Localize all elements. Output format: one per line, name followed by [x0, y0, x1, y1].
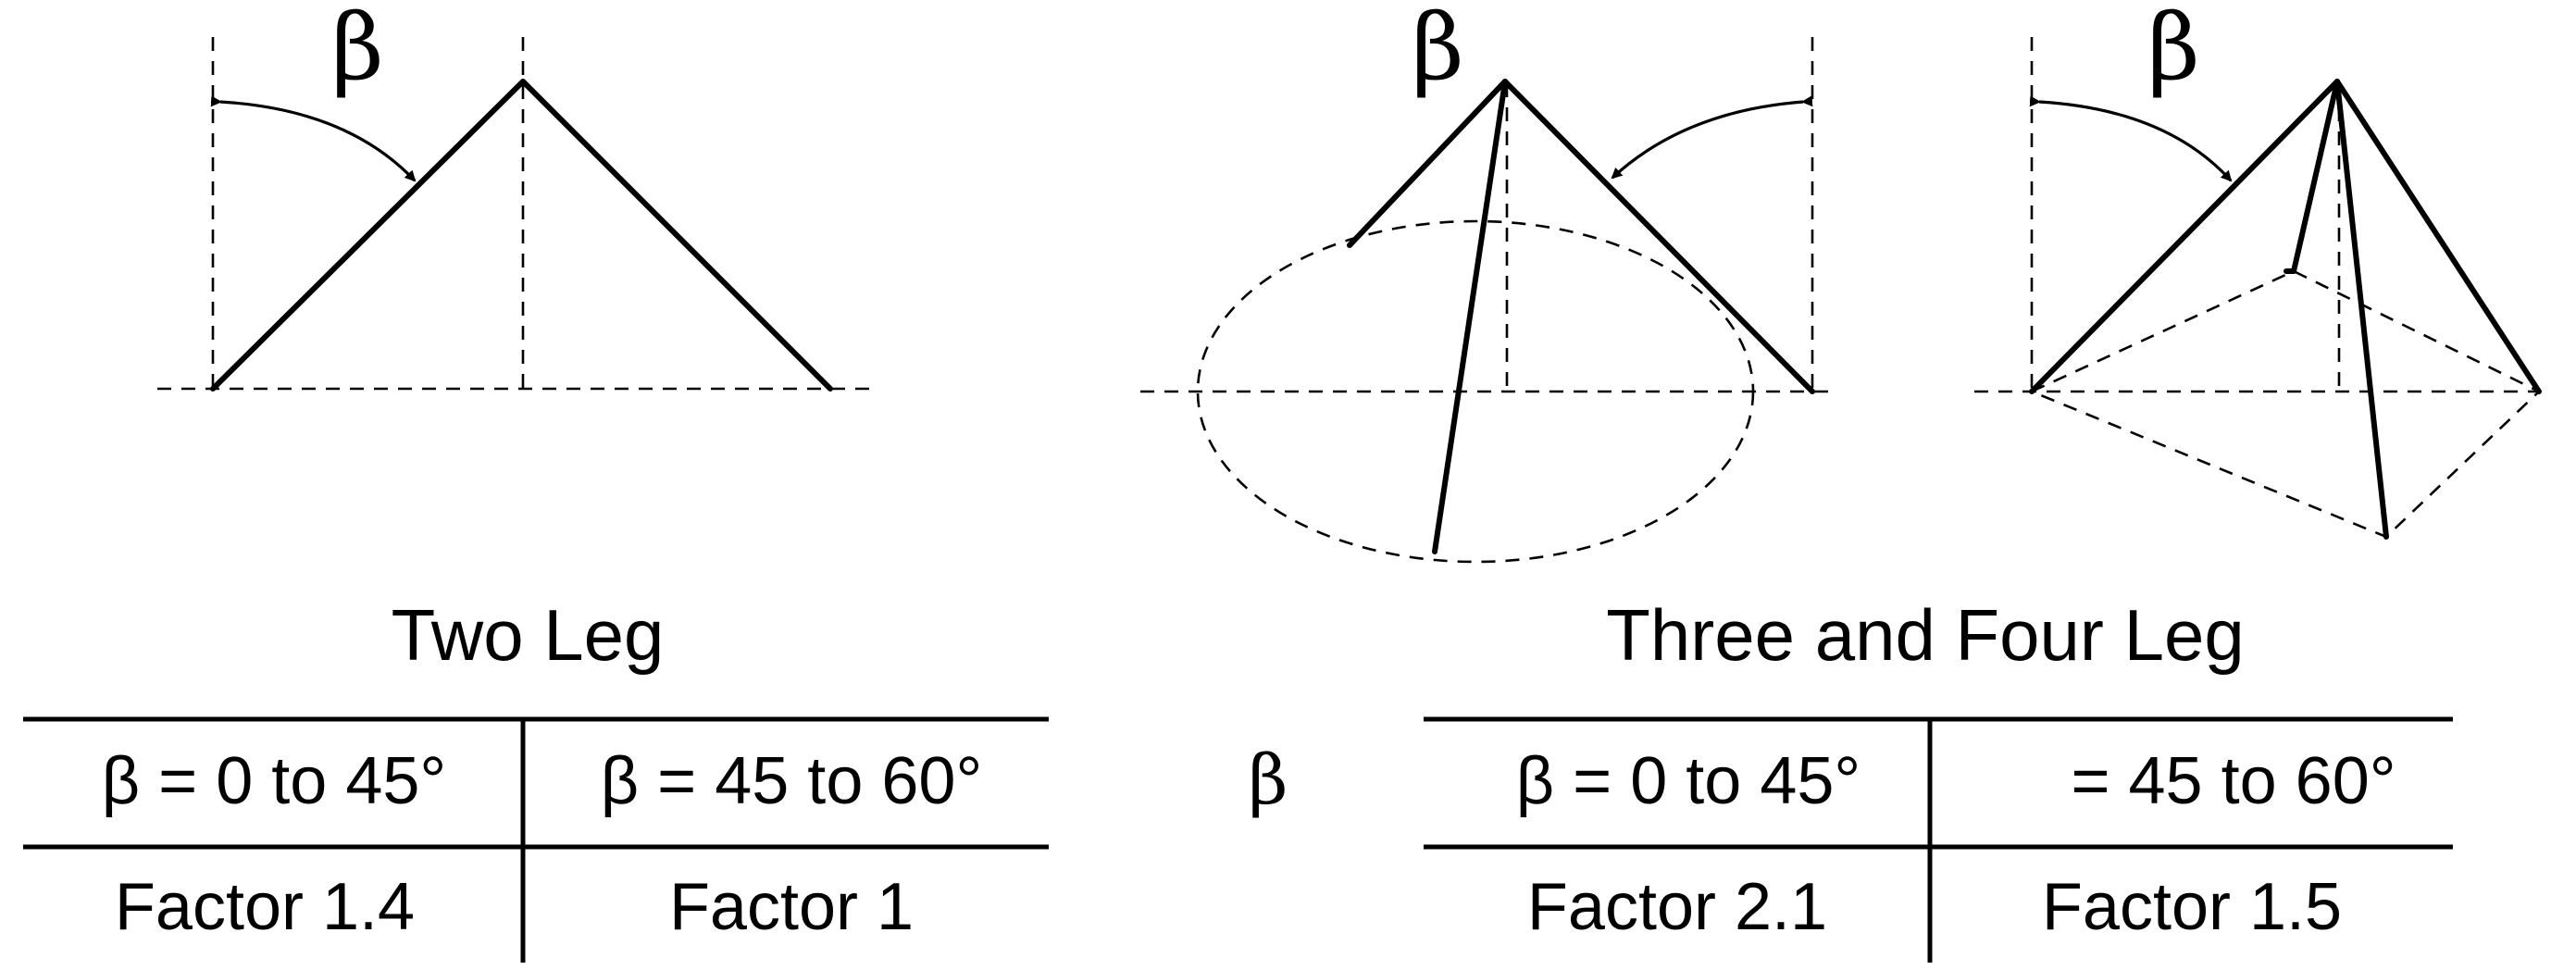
three-four-leg-side-beta: β [1249, 740, 1288, 820]
three-four-leg-factor-low: Factor 2.1 [1527, 870, 1827, 944]
four-leg-front-leg [2334, 79, 2389, 540]
four-leg-right-leg [2334, 79, 2542, 394]
two-leg-sling-figure: β [157, 0, 870, 392]
three-leg-base-ellipse [1196, 219, 1755, 564]
three-four-leg-header-high: = 45 to 60° [2071, 744, 2396, 818]
three-four-leg-table: Three and Four Leg β β = 0 to 45° = 45 t… [1249, 594, 2453, 963]
two-leg-right-leg [520, 79, 833, 392]
two-leg-beta-label: β [331, 0, 384, 101]
four-leg-beta-label: β [2147, 0, 2200, 101]
four-leg-left-leg [2029, 79, 2340, 394]
four-leg-angle-arc [2029, 95, 2233, 182]
two-leg-header-low: β = 0 to 45° [102, 744, 446, 818]
two-leg-caption: Two Leg [392, 594, 665, 676]
three-leg-back-leg [1347, 79, 1508, 248]
three-leg-front-leg [1432, 79, 1508, 554]
two-leg-table: Two Leg β = 0 to 45° β = 45 to 60° Facto… [23, 594, 1049, 963]
three-leg-angle-arc [1611, 95, 1813, 180]
three-leg-right-leg [1502, 79, 1815, 394]
two-leg-left-leg [210, 79, 526, 392]
two-leg-factor-low: Factor 1.4 [115, 870, 415, 944]
two-leg-factor-high: Factor 1 [669, 870, 914, 944]
three-four-leg-header-low: β = 0 to 45° [1516, 744, 1860, 818]
three-leg-beta-label: β [1412, 0, 1464, 101]
four-leg-sling-figure: β [1974, 0, 2542, 540]
three-four-leg-factor-high: Factor 1.5 [2042, 870, 2342, 944]
four-leg-back-leg [2291, 79, 2340, 274]
three-four-leg-caption: Three and Four Leg [1606, 594, 2244, 676]
three-leg-sling-figure: β [1140, 0, 1837, 564]
two-leg-angle-arc [210, 95, 417, 182]
two-leg-header-high: β = 45 to 60° [601, 744, 983, 818]
